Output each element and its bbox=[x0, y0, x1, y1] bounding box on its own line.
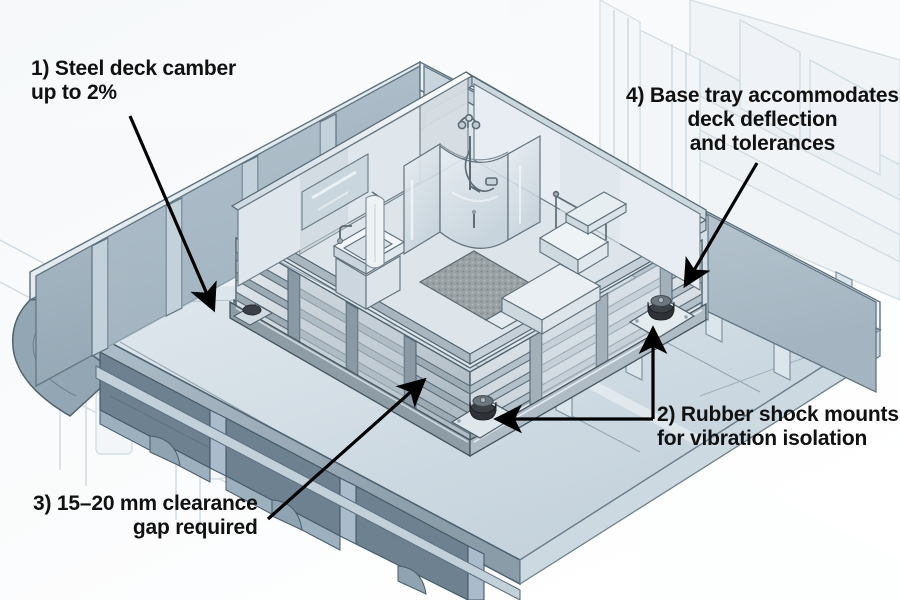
callout-3-clearance-gap: 3) 15–20 mm clearance gap required bbox=[33, 492, 258, 539]
leader-arrow-2 bbox=[493, 325, 668, 434]
rubber-shock-mounts bbox=[232, 295, 696, 439]
stiffener-bracket bbox=[149, 435, 181, 467]
shower-head bbox=[457, 114, 498, 193]
callout-4-base-tray: 4) Base tray accommodates deck deflectio… bbox=[626, 84, 899, 155]
toilet bbox=[538, 191, 628, 275]
deck-step-face bbox=[519, 328, 881, 586]
stiffener-bracket bbox=[397, 565, 427, 595]
callout-1-steel-deck-camber: 1) Steel deck camber up to 2% bbox=[31, 57, 236, 104]
faucet-icon bbox=[339, 225, 352, 238]
leader-arrow-1 bbox=[128, 115, 217, 313]
leader-arrow-4 bbox=[683, 162, 759, 289]
callout-2-rubber-shock-mounts: 2) Rubber shock mounts for vibration iso… bbox=[657, 403, 899, 450]
bath-edge bbox=[500, 263, 602, 335]
mirror bbox=[301, 153, 369, 231]
shock-mount bbox=[232, 303, 274, 326]
leader-lines bbox=[128, 115, 759, 521]
towel-rail bbox=[365, 191, 385, 269]
shower-enclosure bbox=[403, 134, 541, 256]
leader-arrow-3 bbox=[266, 377, 427, 521]
